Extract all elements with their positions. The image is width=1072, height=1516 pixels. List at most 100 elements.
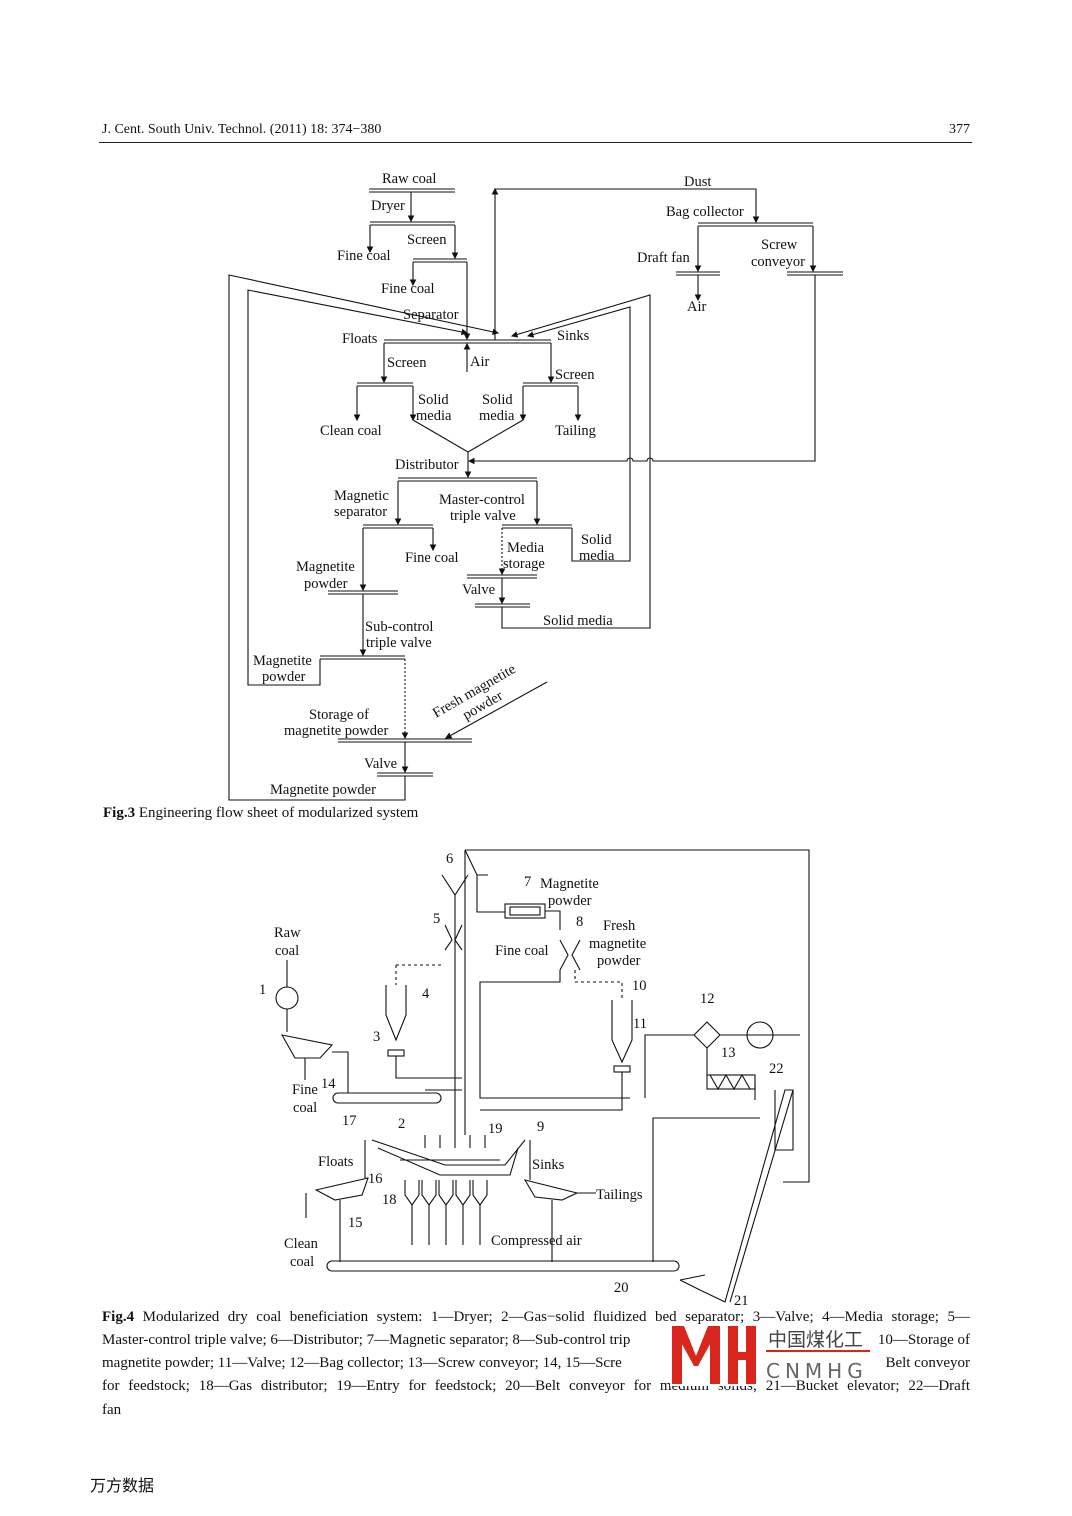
label-compressed-air: Compressed air <box>491 1233 582 1249</box>
fig3-lines <box>228 187 843 801</box>
header-rule <box>99 142 972 143</box>
label-11: 11 <box>633 1016 647 1032</box>
label-screen: Screen <box>555 367 595 383</box>
label-screw: Screw <box>761 237 798 253</box>
label-clean: Clean <box>284 1236 319 1252</box>
label-storage-of: Storage of <box>309 707 369 723</box>
figure-4-caption-line: 10—Storage of <box>877 1332 970 1348</box>
label-4: 4 <box>422 986 430 1002</box>
caption-text: Modularized dry coal beneficiation syste… <box>134 1309 970 1325</box>
label-dust: Dust <box>684 174 711 190</box>
label-magnetite: Magnetite <box>253 653 312 669</box>
label-5: 5 <box>433 911 440 927</box>
label-draft-fan: Draft fan <box>637 250 690 266</box>
label-solid: Solid <box>418 392 449 408</box>
label-magnetite: magnetite <box>589 936 646 952</box>
label-22: 22 <box>769 1061 784 1077</box>
svg-text:CNMHG: CNMHG <box>766 1359 868 1383</box>
fig4-labels: 6 7 Magnetite powder 5 8 Fresh magnetite… <box>259 851 784 1309</box>
label-9: 9 <box>537 1119 544 1135</box>
label-magnetic: Magnetic <box>334 488 389 504</box>
caption-label: Fig.3 <box>103 805 136 821</box>
label-powder: powder <box>597 953 641 969</box>
label-media: media <box>479 408 515 424</box>
label-magnetite-powder: Magnetite powder <box>270 782 376 798</box>
label-magnetite: Magnetite <box>540 876 599 892</box>
footer-wanfang: 万方数据 <box>90 1476 155 1495</box>
label-14: 14 <box>321 1076 336 1092</box>
label-1: 1 <box>259 982 266 998</box>
label-fine-coal: Fine coal <box>405 550 459 566</box>
label-bag-collector: Bag collector <box>666 204 744 220</box>
label-coal: coal <box>275 943 299 959</box>
journal-header: J. Cent. South Univ. Technol. (2011) 18:… <box>102 122 382 137</box>
label-solid: Solid <box>581 532 612 548</box>
label-master-control: Master-control <box>439 492 525 508</box>
label-raw: Raw <box>274 925 301 941</box>
label-19: 19 <box>488 1121 503 1137</box>
label-media: Media <box>507 540 545 556</box>
label-powder: powder <box>262 669 306 685</box>
label-fine-coal: Fine coal <box>495 943 549 959</box>
label-sinks: Sinks <box>532 1157 565 1173</box>
label-fine-coal: Fine coal <box>381 281 435 297</box>
label-powder: powder <box>304 576 348 592</box>
label-solid: Solid <box>482 392 513 408</box>
label-coal: coal <box>290 1254 314 1270</box>
label-magnetite: Magnetite <box>296 559 355 575</box>
fig3-labels: Raw coal Dryer Fine coal Screen Fine coa… <box>253 171 805 798</box>
label-powder: powder <box>548 893 592 909</box>
label-storage: storage <box>503 556 545 572</box>
label-valve: Valve <box>462 582 495 598</box>
page-number: 377 <box>949 122 970 137</box>
caption-text: Engineering flow sheet of modularized sy… <box>135 805 419 821</box>
label-tailings: Tailings <box>596 1187 643 1203</box>
label-air: Air <box>687 299 707 315</box>
label-20: 20 <box>614 1280 629 1296</box>
label-2: 2 <box>398 1116 405 1132</box>
figure-4-caption-line: magnetite powder; 11—Valve; 12—Bag colle… <box>102 1355 622 1371</box>
label-magnetite-powder: magnetite powder <box>284 723 388 739</box>
label-17: 17 <box>342 1113 357 1129</box>
label-clean-coal: Clean coal <box>320 423 382 439</box>
label-sinks: Sinks <box>557 328 590 344</box>
figure-4-caption-line: Belt conveyor <box>885 1355 970 1371</box>
label-screen: Screen <box>387 355 427 371</box>
label-15: 15 <box>348 1215 363 1231</box>
fig4-lines <box>275 849 810 1303</box>
figure-3-caption: Fig.3 Engineering flow sheet of modulari… <box>103 805 418 822</box>
label-floats: Floats <box>318 1154 354 1170</box>
label-separator: Separator <box>403 307 459 323</box>
figure-4-caption-line: Master-control triple valve; 6—Distribut… <box>102 1332 631 1348</box>
label-fresh: Fresh <box>603 918 636 934</box>
svg-text:中国煤化工: 中国煤化工 <box>768 1329 863 1351</box>
label-air: Air <box>470 354 490 370</box>
label-10: 10 <box>632 978 647 994</box>
label-7: 7 <box>524 874 531 890</box>
cnmhg-watermark-logo: 中国煤化工 CNMHG <box>670 1326 870 1386</box>
label-sub-control: Sub-control <box>365 619 433 635</box>
figure-4-caption-line: Fig.4 Modularized dry coal beneficiation… <box>102 1309 970 1326</box>
label-3: 3 <box>373 1029 380 1045</box>
label-8: 8 <box>576 914 583 930</box>
label-fine: Fine <box>292 1082 318 1098</box>
label-13: 13 <box>721 1045 736 1061</box>
label-floats: Floats <box>342 331 378 347</box>
label-triple-valve: triple valve <box>366 635 432 651</box>
label-dryer: Dryer <box>371 198 405 214</box>
caption-label: Fig.4 <box>102 1309 135 1325</box>
figure-4-caption-line: fan <box>102 1402 122 1418</box>
label-12: 12 <box>700 991 715 1007</box>
label-media: media <box>416 408 452 424</box>
label-screen: Screen <box>407 232 447 248</box>
label-raw-coal: Raw coal <box>382 171 436 187</box>
label-21: 21 <box>734 1293 749 1309</box>
label-conveyor: conveyor <box>751 254 805 270</box>
label-16: 16 <box>368 1171 383 1187</box>
label-fine-coal: Fine coal <box>337 248 391 264</box>
label-18: 18 <box>382 1192 397 1208</box>
label-valve: Valve <box>364 756 397 772</box>
label-media: media <box>579 548 615 564</box>
